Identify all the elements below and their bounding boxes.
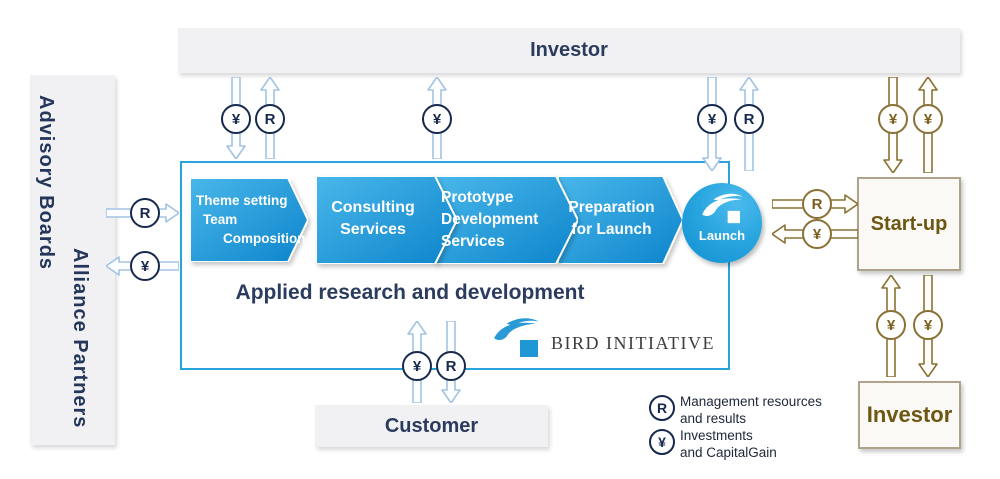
legend-r-badge: R bbox=[649, 395, 675, 421]
yen-badge: ¥ bbox=[402, 351, 432, 381]
r-symbol: R bbox=[445, 357, 457, 375]
step-consulting-shape bbox=[316, 176, 457, 264]
customer-label: Customer bbox=[384, 414, 479, 437]
step-preparation-text: Preparation for Launch bbox=[558, 197, 665, 241]
bottom-investor-label: Investor bbox=[866, 402, 953, 427]
launch-label: Launch bbox=[698, 228, 746, 243]
legend-yen-text: Investments and CapitalGain bbox=[680, 427, 777, 461]
startup-box: Start-up bbox=[857, 177, 961, 271]
step1-line3: Composition bbox=[223, 231, 306, 246]
yen-symbol: ¥ bbox=[658, 434, 666, 450]
yen-badge: ¥ bbox=[802, 219, 832, 249]
step1-line1: Theme setting bbox=[196, 193, 288, 208]
step4-line2: for Launch bbox=[571, 221, 652, 238]
r-badge: R bbox=[436, 351, 466, 381]
step3-line2: Development bbox=[441, 211, 539, 228]
yen-badge: ¥ bbox=[913, 310, 943, 340]
brand-name: BIRD INITIATIVE bbox=[551, 333, 715, 353]
alliance-partners-label: Alliance Partners bbox=[69, 248, 91, 429]
r-badge: R bbox=[255, 104, 285, 134]
r-badge: R bbox=[734, 104, 764, 134]
advisory-boards-label: Advisory Boards bbox=[35, 95, 57, 271]
r-symbol: R bbox=[656, 400, 668, 416]
yen-symbol: ¥ bbox=[231, 110, 241, 128]
step-preparation-shape bbox=[558, 176, 683, 264]
r-symbol: R bbox=[264, 110, 276, 128]
startup-label: Start-up bbox=[870, 212, 948, 235]
legend-r-line1: Management resources bbox=[680, 394, 822, 409]
step2-line1: Consulting bbox=[331, 199, 415, 216]
yen-symbol: ¥ bbox=[812, 225, 822, 243]
r-badge: R bbox=[130, 198, 160, 228]
step1-line2: Team bbox=[203, 212, 238, 227]
yen-badge: ¥ bbox=[913, 104, 943, 134]
bird-logo-icon bbox=[702, 193, 743, 224]
step-prototype-text: Prototype Development Services bbox=[441, 187, 538, 253]
step4-line1: Preparation bbox=[568, 199, 655, 216]
launch-circle: Launch bbox=[682, 183, 762, 263]
legend-r-line2: and results bbox=[680, 411, 747, 426]
r-symbol: R bbox=[743, 110, 755, 128]
legend-r-text: Management resources and results bbox=[680, 393, 822, 427]
step-consulting-text: Consulting Services bbox=[316, 197, 430, 241]
step-prototype-shape bbox=[435, 176, 578, 264]
yen-symbol: ¥ bbox=[923, 110, 933, 128]
yen-symbol: ¥ bbox=[888, 110, 898, 128]
legend-yen-badge: ¥ bbox=[649, 429, 675, 455]
bird-logo-square bbox=[520, 340, 538, 357]
partners-panel bbox=[30, 75, 115, 445]
yen-symbol: ¥ bbox=[886, 316, 896, 334]
bird-initiative-logo-icon bbox=[494, 318, 539, 340]
step2-line2: Services bbox=[340, 221, 406, 238]
bottom-investor-box: Investor bbox=[858, 381, 961, 449]
yen-symbol: ¥ bbox=[412, 357, 422, 375]
yen-badge: ¥ bbox=[876, 310, 906, 340]
legend-yen-line1: Investments bbox=[680, 428, 753, 443]
step-theme-setting-text: Theme setting Team Composition bbox=[196, 191, 306, 248]
legend-yen-line2: and CapitalGain bbox=[680, 445, 777, 460]
yen-symbol: ¥ bbox=[923, 316, 933, 334]
r-badge: R bbox=[802, 189, 832, 219]
applied-research-caption: Applied research and development bbox=[235, 281, 585, 304]
customer-bar: Customer bbox=[315, 405, 548, 447]
yen-badge: ¥ bbox=[221, 104, 251, 134]
yen-badge: ¥ bbox=[878, 104, 908, 134]
top-investor-label: Investor bbox=[530, 39, 608, 61]
yen-symbol: ¥ bbox=[707, 110, 717, 128]
step3-line3: Services bbox=[441, 233, 505, 250]
r-symbol: R bbox=[139, 204, 151, 222]
yen-badge: ¥ bbox=[697, 104, 727, 134]
step-theme-setting-shape bbox=[190, 178, 308, 262]
yen-badge: ¥ bbox=[130, 251, 160, 281]
top-investor-bar: Investor bbox=[178, 28, 960, 73]
step3-line1: Prototype bbox=[441, 189, 514, 206]
r-symbol: R bbox=[811, 195, 823, 213]
yen-badge: ¥ bbox=[422, 104, 452, 134]
yen-symbol: ¥ bbox=[140, 257, 150, 275]
yen-symbol: ¥ bbox=[432, 110, 442, 128]
